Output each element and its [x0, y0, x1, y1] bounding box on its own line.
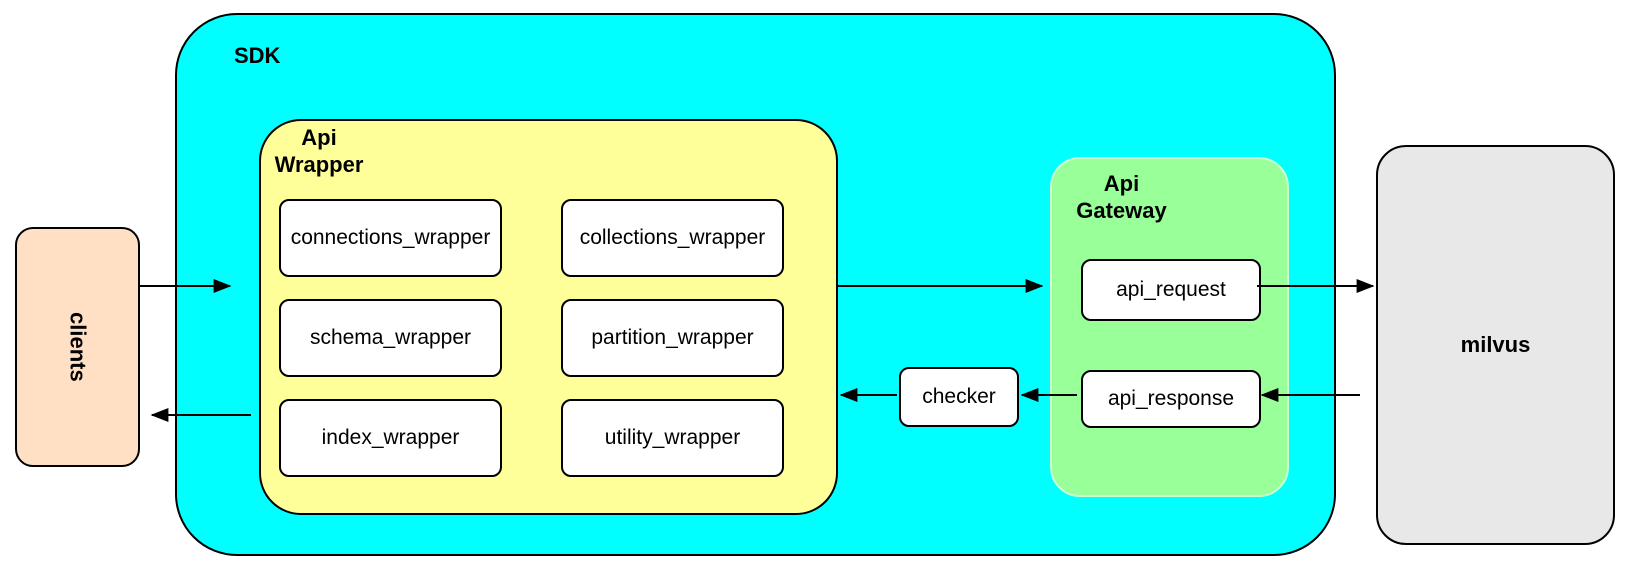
node-index-wrapper: index_wrapper: [279, 399, 502, 477]
milvus-node: milvus: [1376, 145, 1615, 545]
api-wrapper-label: Api Wrapper: [263, 125, 375, 179]
milvus-label: milvus: [1460, 332, 1531, 357]
clients-node: clients: [15, 227, 140, 467]
node-collections-wrapper: collections_wrapper: [561, 199, 784, 277]
api-wrapper-label-line2: Wrapper: [274, 151, 364, 177]
api-gateway-label-line2: Gateway: [1076, 197, 1167, 223]
api-request-label: api_request: [1116, 278, 1226, 301]
api-wrapper-label-line1: Api: [301, 125, 337, 150]
sdk-container: SDK Api Wrapper connections_wrapper coll…: [175, 13, 1336, 556]
node-index-wrapper-label: index_wrapper: [321, 426, 460, 449]
clients-label: clients: [65, 312, 91, 382]
api-gateway-label: Api Gateway: [1064, 171, 1179, 225]
node-collections-wrapper-label: collections_wrapper: [579, 226, 766, 249]
node-schema-wrapper-label: schema_wrapper: [309, 326, 472, 349]
api-request-node: api_request: [1081, 259, 1261, 321]
node-schema-wrapper: schema_wrapper: [279, 299, 502, 377]
node-utility-wrapper: utility_wrapper: [561, 399, 784, 477]
node-partition-wrapper: partition_wrapper: [561, 299, 784, 377]
sdk-label: SDK: [234, 43, 281, 68]
node-partition-wrapper-label: partition_wrapper: [591, 326, 754, 349]
node-connections-wrapper-label: connections_wrapper: [290, 226, 491, 249]
api-wrapper-container: Api Wrapper connections_wrapper collecti…: [259, 119, 838, 515]
node-utility-wrapper-label: utility_wrapper: [604, 426, 741, 449]
api-response-node: api_response: [1081, 370, 1261, 428]
checker-label: checker: [922, 385, 996, 408]
api-gateway-container: Api Gateway api_request api_response: [1050, 157, 1289, 497]
api-response-label: api_response: [1107, 387, 1235, 410]
api-gateway-label-line1: Api: [1103, 171, 1140, 196]
checker-node: checker: [899, 367, 1019, 427]
node-connections-wrapper: connections_wrapper: [279, 199, 502, 277]
